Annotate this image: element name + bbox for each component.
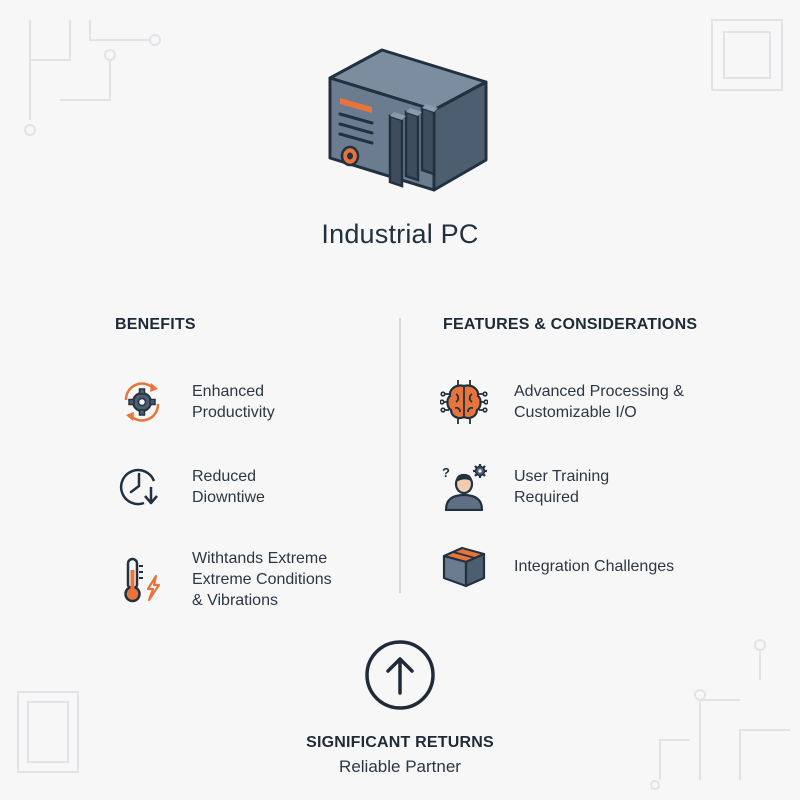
page-title: Industrial PC bbox=[321, 219, 479, 249]
clock-down-icon bbox=[119, 468, 158, 506]
feature-item-processing: Advanced Processing & Customizable I/O bbox=[440, 378, 684, 426]
thermometer-lightning-icon bbox=[124, 557, 161, 602]
feature-text: User Training Required bbox=[514, 468, 610, 506]
box-icon bbox=[442, 546, 486, 588]
column-divider bbox=[399, 318, 401, 593]
footer-title: SIGNIFICANT RETURNS bbox=[306, 734, 494, 751]
brain-circuit-icon bbox=[440, 380, 488, 424]
hero bbox=[0, 40, 800, 200]
benefit-item-productivity: Enhanced Productivity bbox=[118, 378, 275, 426]
svg-text:?: ? bbox=[442, 465, 450, 480]
benefits-heading: BENEFITS bbox=[115, 316, 196, 333]
features-heading: FEATURES & CONSIDERATIONS bbox=[443, 316, 698, 333]
gear-cycle-icon bbox=[124, 382, 160, 422]
feature-text: Integration Challenges bbox=[514, 557, 675, 575]
benefit-text: Enhanced Productivity bbox=[192, 383, 275, 421]
benefit-item-extreme-conditions: Withtands Extreme Extreme Conditions & V… bbox=[118, 548, 332, 611]
benefit-text: Reduced Diowntiwe bbox=[192, 468, 265, 506]
feature-text: Advanced Processing & Customizable I/O bbox=[514, 383, 684, 421]
footer-subtitle: Reliable Partner bbox=[339, 757, 461, 776]
arrow-up-circle-icon bbox=[365, 640, 435, 710]
industrial-pc-icon bbox=[328, 48, 488, 192]
benefit-item-downtime: Reduced Diowntiwe bbox=[118, 463, 265, 511]
feature-item-training: ? User Training Required bbox=[440, 463, 609, 511]
feature-item-integration: Integration Challenges bbox=[440, 542, 674, 590]
user-gear-question-icon: ? bbox=[442, 464, 487, 511]
benefit-text: Withtands Extreme Extreme Conditions & V… bbox=[192, 550, 332, 609]
